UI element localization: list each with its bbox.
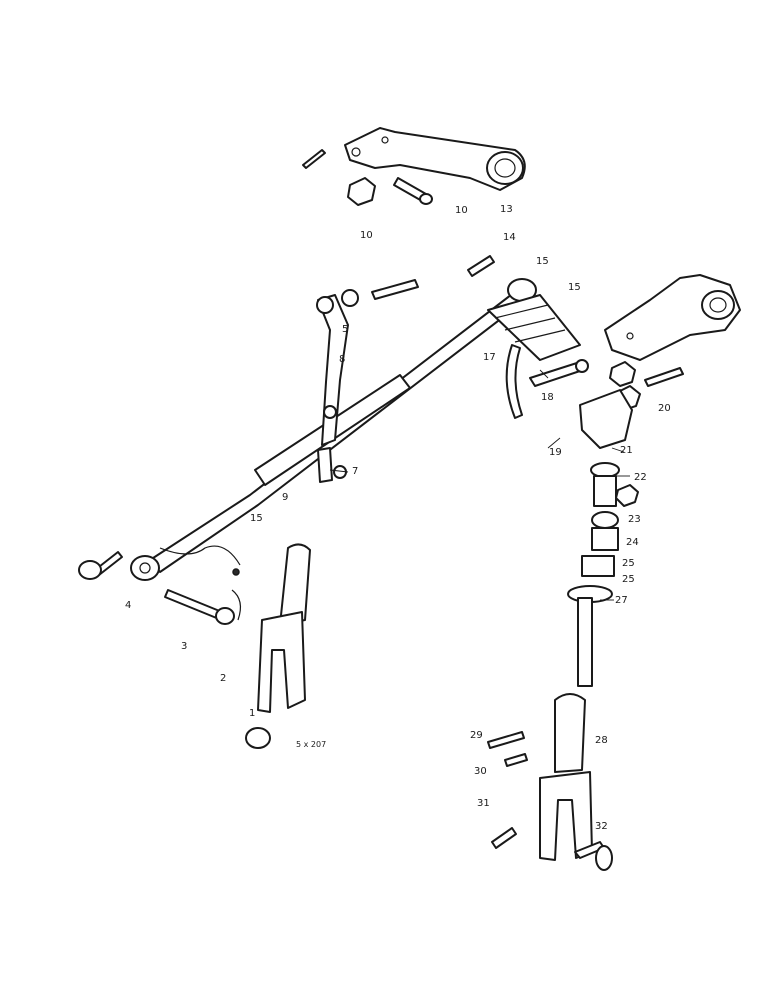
callout-5: 5 (342, 324, 348, 335)
callout-19: 19 (549, 447, 562, 458)
callout-30: 30 (474, 766, 487, 777)
lift-arm-13 (344, 127, 526, 191)
callout-31: 31 (477, 798, 490, 809)
callout-25b: 25 (622, 574, 635, 585)
callout-15a: 15 (536, 256, 549, 267)
callout-28: 28 (595, 735, 608, 746)
lever-18 (529, 359, 589, 387)
lift-rod-assembly (567, 389, 639, 687)
nut-10 (347, 177, 376, 206)
pin-4 (78, 551, 123, 580)
callout-21: 21 (620, 445, 633, 456)
callout-22: 22 (634, 472, 647, 483)
callout-32: 32 (595, 821, 608, 832)
clevis-right (487, 693, 613, 871)
pin-15b (371, 279, 419, 300)
callout-10b: 10 (455, 205, 468, 216)
callout-27: 27 (615, 595, 628, 606)
callout-17: 17 (483, 352, 496, 363)
callout-13: 13 (500, 204, 513, 215)
callout-8: 8 (339, 354, 345, 365)
callout-15c: 15 (250, 513, 263, 524)
callout-4: 4 (125, 600, 131, 611)
callout-1: 1 (249, 708, 255, 719)
callout-10: 10 (360, 230, 373, 241)
callout-23: 23 (628, 514, 641, 525)
leader-lines (329, 369, 630, 601)
lift-rod-left (316, 289, 359, 483)
callout-20: 20 (658, 403, 671, 414)
figure-reference: 5 x 207 (296, 740, 326, 749)
callout-18: 18 (541, 392, 554, 403)
bracket-assembly-16 (487, 294, 581, 361)
clevis-left (245, 543, 311, 749)
pin-3 (164, 589, 235, 625)
bolt-10 (393, 177, 433, 205)
callout-7: 7 (352, 466, 358, 477)
callout-29: 29 (470, 730, 483, 741)
callout-15b: 15 (568, 282, 581, 293)
pin-20 (644, 367, 684, 387)
lift-arm-right (604, 274, 741, 361)
callout-9: 9 (282, 492, 288, 503)
clip-14 (467, 255, 495, 277)
quadrant-17 (505, 344, 523, 419)
chain (159, 545, 242, 621)
callout-14: 14 (503, 232, 516, 243)
callout-24: 24 (626, 537, 639, 548)
pin-clip-top (302, 149, 326, 169)
callout-2: 2 (220, 673, 226, 684)
callout-3: 3 (181, 641, 187, 652)
callout-25a: 25 (622, 558, 635, 569)
